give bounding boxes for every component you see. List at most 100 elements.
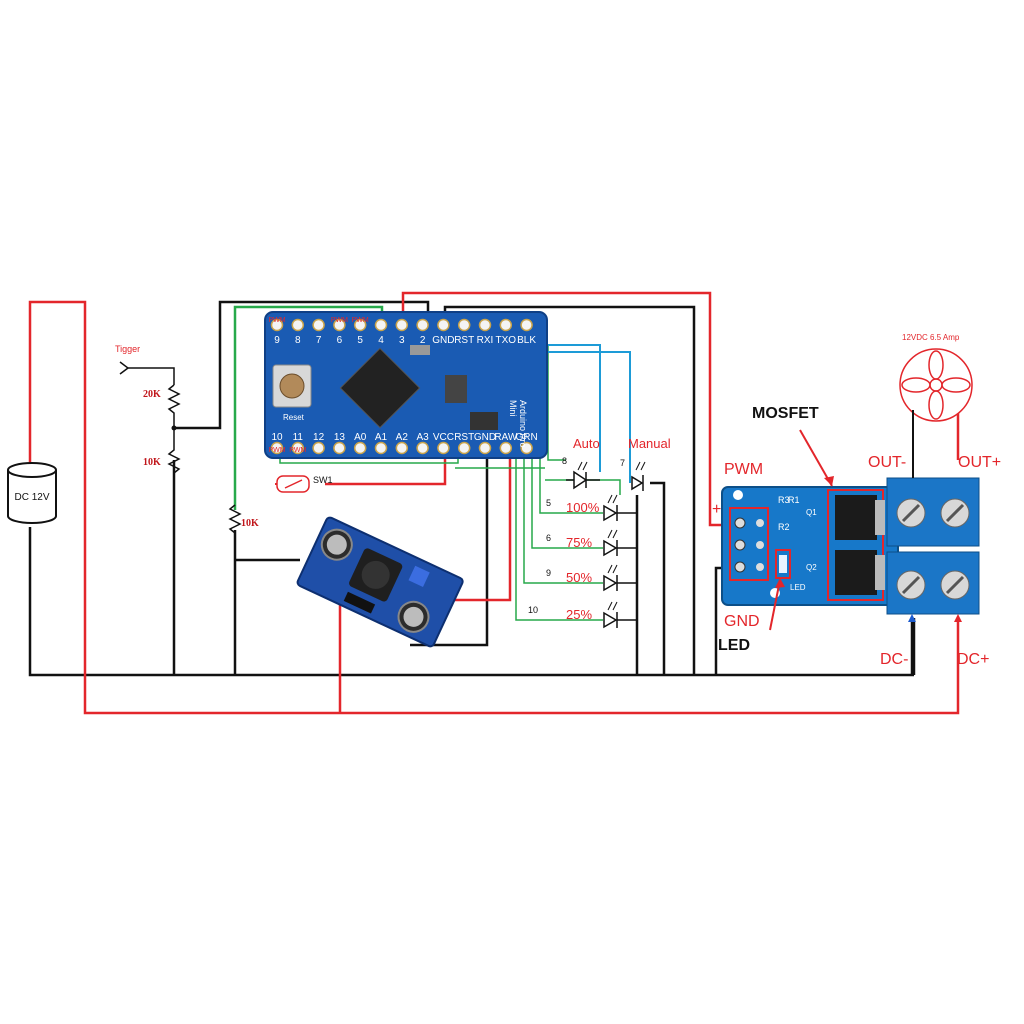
reset-label: Reset [283,413,305,422]
bottom-pin-label: A2 [396,432,409,443]
out-minus-label: OUT- [868,454,906,471]
bottom-pin [333,441,346,455]
top-pin [353,318,367,332]
top-pin-label: RST [454,335,474,346]
buck-regulator [296,516,464,648]
bottom-pin-label: A0 [354,432,367,443]
top-pin [520,318,533,332]
trigger-input: Tigger [115,344,175,385]
bottom-pin-label: 12 [313,432,325,443]
led-auto-label: Auto [573,436,600,451]
bottom-pin [520,441,533,455]
board-text-1: Arduino Pro [518,400,528,448]
led-level-pin: 9 [546,568,551,578]
bottom-pin [478,441,492,455]
bottom-pin [416,441,429,455]
bottom-pin-label: RAW [494,432,518,443]
atmega-chip [339,347,421,429]
bottom-pin-label: 11 [293,432,304,443]
top-pin [437,318,450,332]
out-plus-label: OUT+ [958,454,1001,471]
mosfet-title: MOSFET [752,405,819,422]
mosfet-annotations: MOSFET PWM + GND LED OUT- OUT+ DC- DC+ [712,405,1001,668]
fan: 12VDC 6.5 Amp [899,333,973,478]
top-pin [312,318,325,332]
ground-bus [28,527,914,677]
led-level-pin: 10 [528,605,538,615]
mosfet-module: R3 R1 R2 Q1 Q2 LED [721,477,980,615]
top-pin [333,318,346,332]
led-level-label: 25% [566,607,592,622]
led-diode [603,504,618,522]
top-pin-label: 9 [274,335,280,346]
led-manual-label: Manual [628,436,671,451]
led-auto-pin: 8 [562,456,567,466]
bottom-pin-label: 13 [334,432,346,443]
fan-label: 12VDC 6.5 Amp [902,333,960,342]
top-pin-label: 2 [420,335,426,346]
bottom-pin-label: A3 [416,432,429,443]
dc-plus-arrow [954,614,962,622]
pwm-tag: PWM [331,317,348,324]
part-r2: R2 [778,522,790,532]
bottom-pin [270,441,284,455]
led-level: 50%9 [546,564,637,592]
led-level: 25% 10 [528,601,637,629]
part-r1: R1 [788,495,800,505]
bottom-pin [457,441,471,455]
led-level: 75%6 [546,529,637,557]
top-pin [291,318,305,332]
led-diode [603,611,618,629]
top-pin-label: 8 [295,335,301,346]
top-pin-label: 7 [316,335,322,346]
top-pin-label: GND [432,335,454,346]
led-diode [603,574,618,592]
battery-dc-12v: DC 12V [7,462,57,524]
trigger-label: Tigger [115,344,140,354]
pwm-tag: PWM [268,447,285,454]
top-pin [457,318,471,332]
bottom-pin [395,441,409,455]
part-q2: Q2 [806,563,817,572]
led-manual: Manual 7 [620,436,671,491]
resistor-10k-b: 10K [228,504,259,534]
led-level-pin: 5 [546,498,551,508]
red-wires [28,291,960,715]
bottom-pin-label: 10 [271,432,283,443]
top-pin-label: 3 [399,335,405,346]
top-pin-label: 4 [378,335,384,346]
bottom-pin [353,441,367,455]
board-text-2: Mini [508,400,518,417]
top-pin-label: 6 [337,335,343,346]
led-diode [603,539,618,557]
bottom-pin-label: A1 [375,432,388,443]
resistor-20k: 20K [143,384,181,428]
top-pin [416,318,429,332]
top-pin [499,318,513,332]
bottom-pin [499,441,513,455]
bottom-pin [437,441,450,455]
resistor-20k-label: 20K [143,389,161,400]
pwm-tag: PWM [352,317,369,324]
led-manual-pin: 7 [620,458,625,468]
bottom-pin-label: GND [474,432,496,443]
supply-bus [28,300,960,715]
bottom-pin [291,441,305,455]
top-pin-label: BLK [517,335,536,346]
resistor-10k-b-label: 10K [241,518,259,529]
led-level-label: 100% [566,500,600,515]
bottom-pin-label: VCC [433,432,454,443]
pwm-label: PWM [724,461,763,478]
led-level: 100% 5 [546,494,637,522]
dc-minus-arrow [908,614,916,622]
part-q1: Q1 [806,508,817,517]
top-pin-label: 5 [357,335,363,346]
led-auto: Auto 8 [562,436,600,490]
dc-minus-label: DC- [880,651,908,668]
switch-sw1: SW1 [275,475,333,493]
led-label: LED [718,637,750,654]
